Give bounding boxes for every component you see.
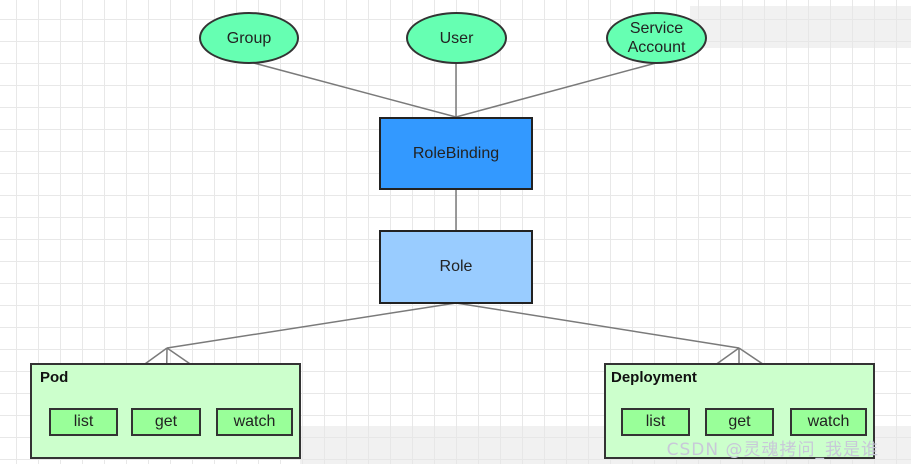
pod-verb-get[interactable]: get bbox=[131, 408, 201, 436]
subject-group[interactable]: Group bbox=[199, 12, 299, 64]
role-label: Role bbox=[439, 258, 473, 275]
watermark: CSDN @灵魂拷问_我是谁 bbox=[666, 440, 879, 460]
pod-verb-list-label: list bbox=[73, 413, 94, 430]
deployment-verb-get-label: get bbox=[728, 413, 751, 430]
subject-group-label: Group bbox=[226, 29, 272, 47]
edge-group-rolebinding bbox=[249, 61, 457, 118]
subject-service-account-label: Service Account bbox=[627, 20, 686, 56]
deployment-verb-get[interactable]: get bbox=[705, 408, 774, 436]
pod-verb-get-label: get bbox=[154, 413, 178, 430]
blur-band-top-right bbox=[690, 6, 911, 48]
pod-verb-watch[interactable]: watch bbox=[216, 408, 293, 436]
deployment-verb-watch[interactable]: watch bbox=[790, 408, 867, 436]
edge-role-pod bbox=[166, 302, 457, 349]
deployment-title: Deployment bbox=[611, 369, 697, 386]
edge-role-deployment bbox=[455, 302, 740, 349]
role-box[interactable]: Role bbox=[379, 230, 533, 304]
edge-serviceaccount-rolebinding bbox=[455, 62, 657, 118]
pod-title: Pod bbox=[40, 369, 69, 386]
deployment-verb-watch-label: watch bbox=[807, 413, 850, 430]
subject-service-account[interactable]: Service Account bbox=[606, 12, 707, 64]
deployment-verb-list[interactable]: list bbox=[621, 408, 690, 436]
deployment-verb-list-label: list bbox=[645, 413, 666, 430]
rolebinding-box[interactable]: RoleBinding bbox=[379, 117, 533, 190]
subject-user[interactable]: User bbox=[406, 12, 507, 64]
pod-verb-watch-label: watch bbox=[233, 413, 276, 430]
rolebinding-label: RoleBinding bbox=[412, 144, 500, 162]
subject-user-label: User bbox=[439, 29, 474, 47]
pod-verb-list[interactable]: list bbox=[49, 408, 118, 436]
